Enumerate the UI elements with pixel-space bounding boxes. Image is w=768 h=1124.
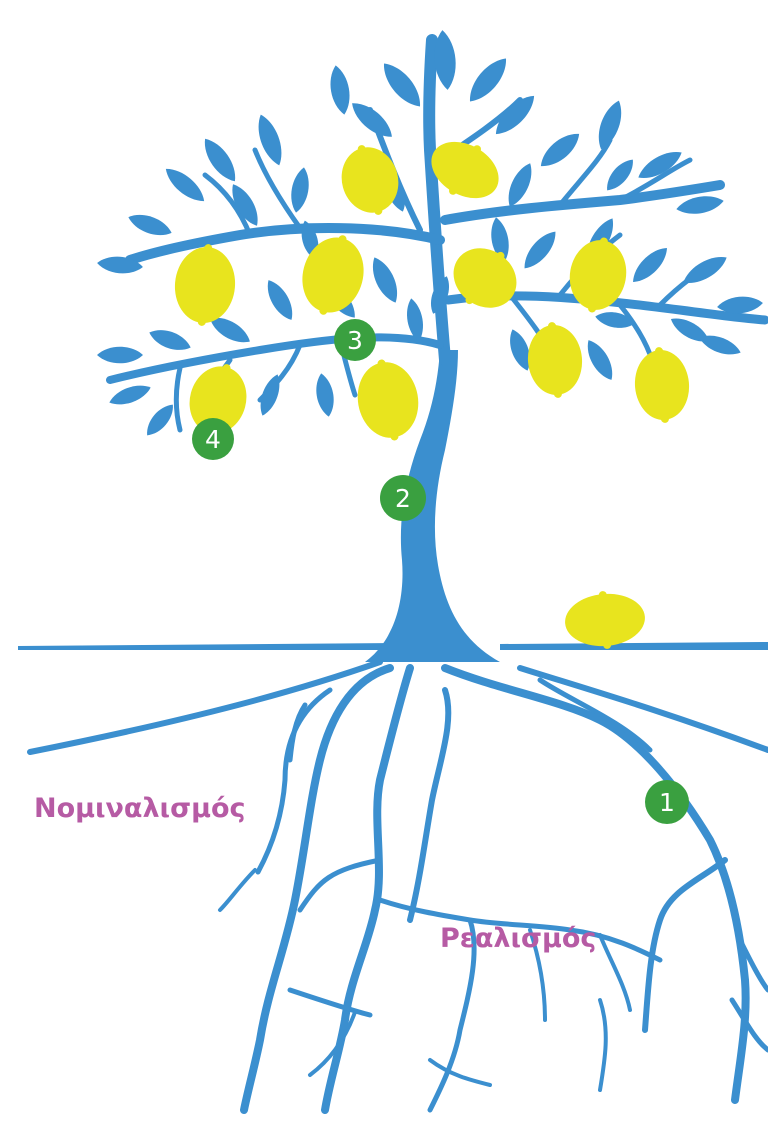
leaf	[97, 347, 143, 364]
nominalism-label: Νομιναλισμός	[34, 793, 246, 824]
leaf	[377, 57, 428, 112]
leaf	[161, 163, 210, 208]
leaf	[313, 372, 337, 418]
roots	[30, 662, 768, 1110]
lemon	[563, 588, 648, 653]
marker-3-number: 3	[347, 326, 363, 355]
leaf	[518, 226, 561, 273]
lemon	[632, 345, 692, 425]
leaf	[675, 193, 725, 218]
leaf	[535, 127, 585, 173]
leaf	[288, 166, 312, 214]
marker-2-number: 2	[395, 484, 411, 513]
marker-1: 1	[645, 780, 689, 824]
leaf	[327, 64, 353, 116]
marker-4: 4	[192, 418, 234, 460]
lemon	[440, 234, 530, 323]
leaf	[261, 276, 298, 324]
leaf	[141, 400, 178, 440]
lemon	[334, 138, 407, 222]
marker-3: 3	[334, 319, 376, 361]
marker-1-number: 1	[659, 788, 675, 817]
marker-2: 2	[380, 475, 426, 521]
leaf	[198, 134, 243, 187]
lemon	[525, 320, 585, 400]
leaf	[107, 380, 153, 409]
leaf	[463, 52, 514, 107]
leaf	[147, 325, 194, 356]
leaf	[346, 96, 397, 143]
lemon	[351, 354, 424, 445]
leaf	[126, 209, 175, 240]
leaf	[366, 254, 403, 307]
lemon	[172, 242, 239, 329]
leaf	[502, 160, 537, 210]
leaf	[490, 90, 541, 141]
realism-label: Ρεαλισμός	[440, 923, 596, 954]
leaf	[594, 309, 636, 331]
marker-4-number: 4	[205, 425, 221, 454]
leaf	[601, 155, 638, 195]
leaf	[581, 336, 618, 384]
leaf	[627, 242, 673, 288]
